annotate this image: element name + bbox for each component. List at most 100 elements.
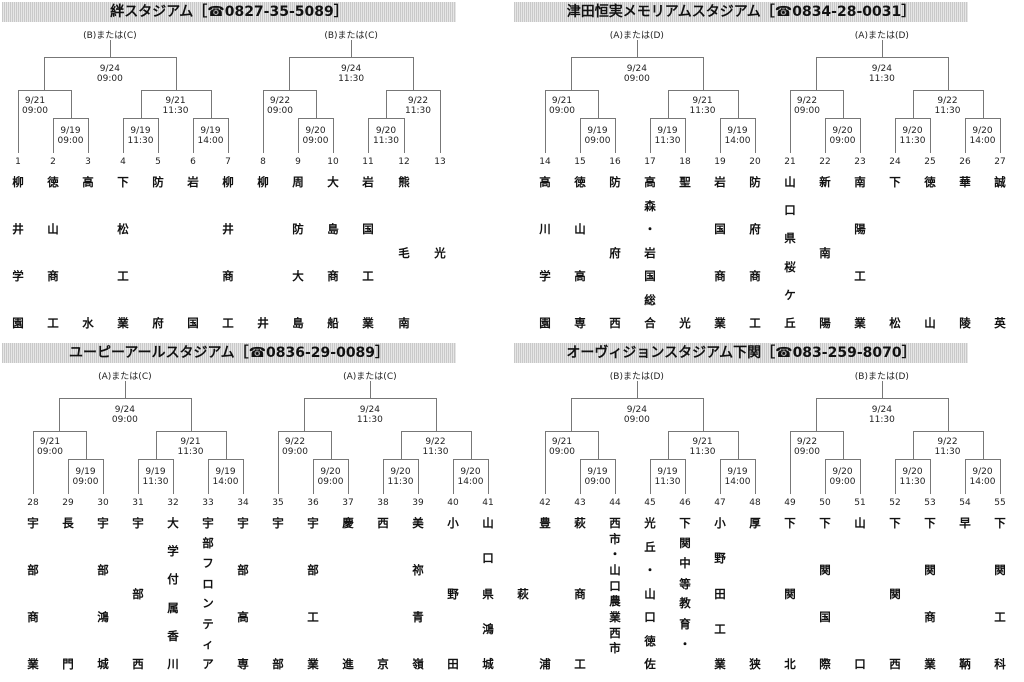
team-name-char: 業 xyxy=(307,657,319,671)
team-name-char: 口 xyxy=(784,203,796,218)
bracket-line xyxy=(488,459,489,494)
team-name-char: 防 xyxy=(749,175,761,189)
bracket-line xyxy=(404,118,405,153)
bracket-line xyxy=(720,118,756,119)
team-name-char: 教 xyxy=(679,596,691,611)
match-time: 11:30 xyxy=(387,477,414,487)
bracket-line xyxy=(440,90,441,153)
match-date: 9/22 xyxy=(796,96,818,106)
team-name-char: 工 xyxy=(994,610,1006,624)
team-name: 岩国商業 xyxy=(712,175,728,330)
team-name-char: 関 xyxy=(679,536,691,551)
bracket-line xyxy=(263,90,264,153)
match-date: 9/20 xyxy=(375,126,397,136)
team-name-char: 業 xyxy=(117,316,129,330)
team-name-char: 防 xyxy=(292,222,304,236)
team-name: 防府商工 xyxy=(747,175,763,330)
match-time: 11:30 xyxy=(934,447,961,457)
team-name: 萩 xyxy=(515,516,531,671)
bracket-line xyxy=(965,118,1001,119)
team-name-char: 下 xyxy=(819,516,831,530)
match-time: 14:00 xyxy=(724,477,751,487)
bracket-line xyxy=(298,118,299,153)
seed-condition-left: (B)または(C) xyxy=(83,31,137,41)
match-date: 9/20 xyxy=(832,126,853,136)
match-date: 9/20 xyxy=(972,467,993,477)
match-date: 9/20 xyxy=(305,126,326,136)
match-date: 9/22 xyxy=(269,96,291,106)
team-name-char: 商 xyxy=(749,269,761,283)
bracket-line xyxy=(545,90,599,91)
bracket-line xyxy=(930,459,931,494)
team-name-char: 際 xyxy=(819,657,831,671)
bracket-line xyxy=(571,398,573,431)
bracket-line xyxy=(720,118,721,153)
team-name-char: 工 xyxy=(117,269,129,283)
team-name-char: 南 xyxy=(819,245,831,260)
match-date: 9/20 xyxy=(832,467,853,477)
bracket-line xyxy=(383,459,384,494)
team-name: 岩国 xyxy=(185,175,201,330)
bracket-line xyxy=(386,90,387,118)
team-name-char: 専 xyxy=(237,657,249,671)
bracket-line xyxy=(650,459,651,494)
team-name-char: 岩 xyxy=(644,245,656,260)
team-name: 下関商業 xyxy=(922,516,938,671)
team-name-char: 園 xyxy=(12,316,24,330)
bracket-line xyxy=(400,431,402,459)
match-time: 14:00 xyxy=(969,136,996,146)
bracket-line xyxy=(435,398,437,431)
match-time: 11:30 xyxy=(338,74,365,84)
bracket-line xyxy=(790,431,844,432)
bracket-line xyxy=(881,40,883,57)
team-name: 山口県鴻城 xyxy=(480,516,496,671)
bracket-line xyxy=(615,118,616,153)
match-date: 9/19 xyxy=(587,126,608,136)
bracket-line xyxy=(109,40,111,57)
team-name-char: ・ xyxy=(679,636,691,651)
team-name: 下松 xyxy=(887,175,903,330)
team-name-char: 業 xyxy=(609,610,621,624)
team-name-char: 陽 xyxy=(854,222,866,236)
team-name: 宇部フロンティア xyxy=(200,516,216,671)
team-name-char: 宇 xyxy=(202,516,214,530)
team-name-char: 部 xyxy=(27,563,39,577)
entry-number: 52 xyxy=(889,498,901,508)
match-time: 11:30 xyxy=(405,106,431,116)
match-date: 9/22 xyxy=(425,437,446,447)
team-name-char: 周 xyxy=(292,175,304,189)
match-date: 9/21 xyxy=(165,96,186,106)
team-name: 周防大島 xyxy=(290,175,306,330)
match-time: 11:30 xyxy=(868,74,895,84)
bracket-line xyxy=(263,90,317,91)
team-name: 大島商船 xyxy=(325,175,341,330)
team-name-char: 防 xyxy=(152,175,164,189)
entry-number: 39 xyxy=(412,498,424,508)
bracket-line xyxy=(790,90,791,153)
team-name-char: 高 xyxy=(539,175,551,189)
team-name-char: 専 xyxy=(574,316,586,330)
team-name-char: 南 xyxy=(398,316,410,330)
team-name-char: 松 xyxy=(889,316,901,330)
bracket-line xyxy=(702,398,704,431)
bracket-line xyxy=(825,118,826,153)
team-name-char: 下 xyxy=(784,516,796,530)
team-name-char: 部 xyxy=(202,536,214,551)
bracket-line xyxy=(368,118,405,119)
team-name: 早鞆 xyxy=(957,516,973,671)
team-name-char: 西 xyxy=(609,316,621,330)
seed-condition-left: (A)または(C) xyxy=(98,372,152,382)
